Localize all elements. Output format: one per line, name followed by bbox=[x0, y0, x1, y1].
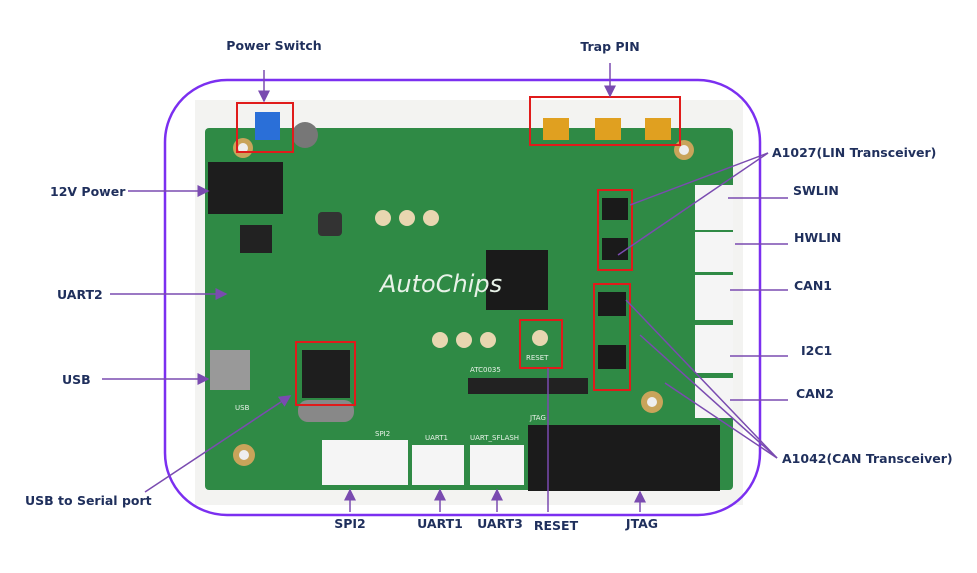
label-usb-to-serial: USB to Serial port bbox=[25, 493, 152, 508]
uart3-connector bbox=[470, 445, 524, 485]
spi2-connector bbox=[322, 440, 408, 485]
label-uart1: UART1 bbox=[417, 516, 463, 531]
dc-jack bbox=[208, 162, 283, 214]
label-power-switch: Power Switch bbox=[226, 38, 321, 53]
silk-jtag: JTAG bbox=[529, 414, 546, 422]
label-usb: USB bbox=[62, 372, 91, 387]
label-can2: CAN2 bbox=[796, 386, 834, 401]
pcb-board: AutoChips ATC0035 RESET JTAG UART1 UART_… bbox=[205, 112, 733, 491]
label-i2c1: I2C1 bbox=[801, 343, 832, 358]
jtag-connector bbox=[528, 425, 720, 491]
silk-usb: USB bbox=[235, 404, 250, 412]
label-a1027: A1027(LIN Transceiver) bbox=[772, 145, 936, 160]
label-uart2: UART2 bbox=[57, 287, 103, 302]
label-jtag: JTAG bbox=[625, 516, 658, 531]
usb-connector bbox=[210, 350, 250, 390]
power-switch-component bbox=[255, 112, 280, 140]
silk-uart1: UART1 bbox=[425, 434, 448, 442]
label-swlin: SWLIN bbox=[793, 183, 839, 198]
label-can1: CAN1 bbox=[794, 278, 832, 293]
label-a1042: A1042(CAN Transceiver) bbox=[782, 451, 953, 466]
uart1-connector bbox=[412, 445, 464, 485]
highlight-reset bbox=[519, 319, 563, 369]
label-uart3: UART3 bbox=[477, 516, 523, 531]
mcu-chip bbox=[486, 250, 548, 310]
label-hwlin: HWLIN bbox=[794, 230, 841, 245]
silk-uart-sflash: UART_SFLASH bbox=[470, 434, 519, 442]
highlight-a1042 bbox=[593, 283, 631, 391]
autochips-logo: AutoChips bbox=[378, 270, 502, 298]
leader-lines bbox=[102, 63, 788, 512]
board-outline bbox=[163, 78, 762, 517]
silk-spi2: SPI2 bbox=[375, 430, 390, 438]
label-12v-power: 12V Power bbox=[50, 184, 126, 199]
capacitor bbox=[292, 122, 318, 148]
silk-reset: RESET bbox=[526, 354, 549, 362]
highlight-power-switch bbox=[236, 102, 294, 153]
silk-chip-code: ATC0035 bbox=[470, 366, 501, 374]
highlight-usb-serial bbox=[295, 341, 356, 406]
label-reset: RESET bbox=[534, 518, 579, 533]
usb-serial-chip bbox=[302, 350, 350, 398]
label-spi2: SPI2 bbox=[334, 516, 366, 531]
highlight-a1027 bbox=[597, 189, 633, 271]
label-trap-pin: Trap PIN bbox=[580, 39, 639, 54]
